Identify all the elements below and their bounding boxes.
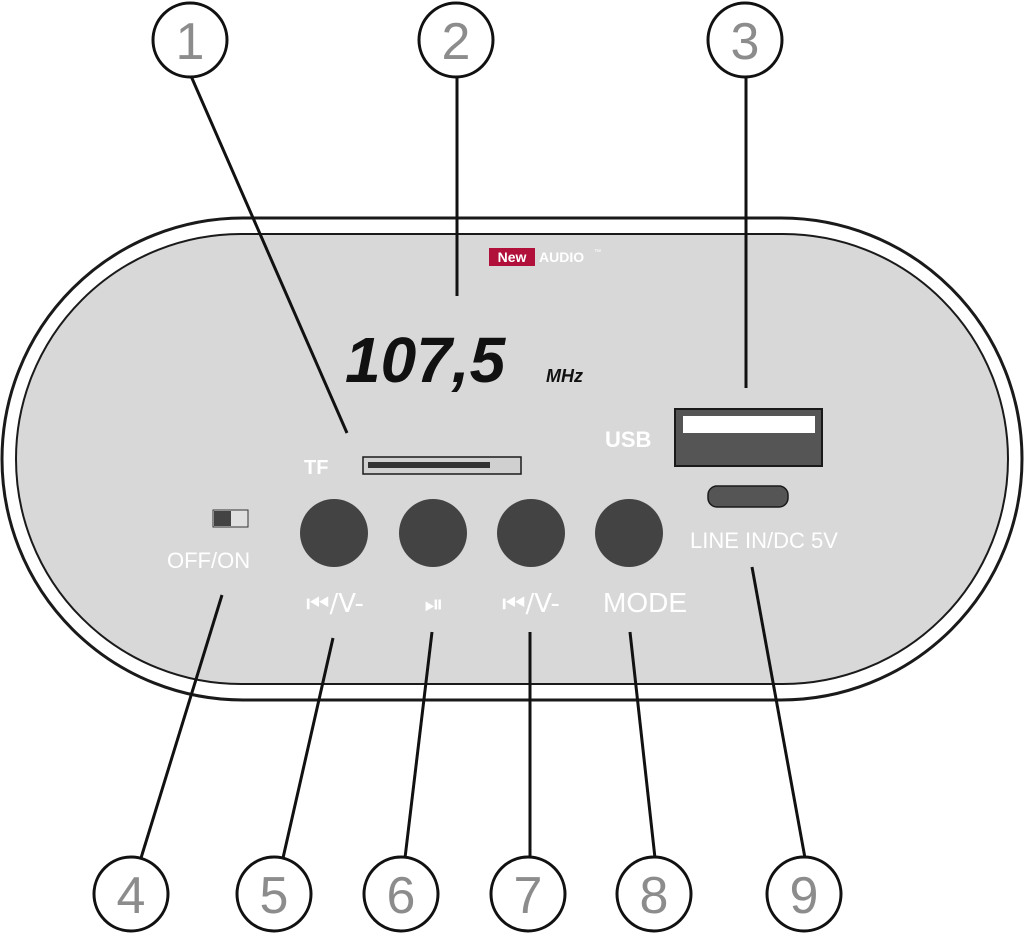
play-pause-label: ⏯ (424, 590, 443, 618)
callout-number-5: 5 (260, 867, 289, 925)
prev-vol-down-button[interactable] (300, 499, 368, 567)
leader-lines (139, 75, 807, 859)
leader-line-4 (139, 594, 224, 859)
callout-circles (92, 1, 843, 933)
callout-circle-4 (92, 855, 170, 933)
leader-line-1 (189, 75, 349, 434)
prev-vol-down-label: ⏮/V- (306, 589, 364, 619)
callout-number-6: 6 (387, 867, 416, 925)
leader-line-9 (750, 566, 807, 859)
leader-line-6 (403, 631, 434, 859)
leader-line-8 (628, 631, 657, 859)
callout-number-3: 3 (731, 13, 760, 71)
brand-audio-text: AUDIO (539, 249, 584, 265)
mode-button[interactable] (595, 499, 663, 567)
line-in-label: LINE IN/DC 5V (690, 528, 838, 553)
frequency-unit: MHz (546, 366, 583, 386)
off-on-label: OFF/ON (167, 548, 250, 573)
tf-label: TF (304, 457, 328, 479)
brand-logo: New AUDIO ™ (489, 248, 601, 266)
line-in-dc-port[interactable] (707, 485, 789, 508)
callout-circle-6 (362, 855, 440, 933)
play-pause-button[interactable] (399, 499, 467, 567)
brand-new-box (489, 248, 535, 266)
callout-circle-9 (765, 855, 843, 933)
callout-circle-8 (615, 855, 693, 933)
tf-card-slot[interactable] (362, 456, 522, 475)
leader-line-5 (281, 637, 335, 859)
callout-number-7: 7 (514, 867, 543, 925)
callout-circle-2 (417, 1, 495, 79)
next-vol-down-button[interactable] (497, 499, 565, 567)
callout-number-4: 4 (117, 867, 146, 925)
tf-slot-opening (368, 462, 490, 468)
frequency-display: 107,5 (345, 324, 507, 396)
callout-circle-3 (706, 1, 784, 79)
next-vol-down-label: ⏮/V- (502, 589, 560, 619)
usb-port-tongue (683, 416, 815, 433)
callout-circle-7 (489, 855, 567, 933)
callout-number-1: 1 (176, 13, 205, 71)
callout-circle-5 (235, 855, 313, 933)
power-switch-knob (214, 511, 231, 526)
usb-label: USB (605, 427, 651, 452)
usb-port[interactable] (674, 408, 823, 467)
callout-number-9: 9 (790, 867, 819, 925)
callout-number-8: 8 (640, 867, 669, 925)
brand-new-text: New (498, 249, 527, 265)
power-switch[interactable] (212, 509, 249, 528)
brand-tm-text: ™ (594, 249, 601, 256)
callout-circle-1 (151, 1, 229, 79)
mode-label: MODE (603, 587, 687, 618)
callout-number-2: 2 (442, 13, 471, 71)
